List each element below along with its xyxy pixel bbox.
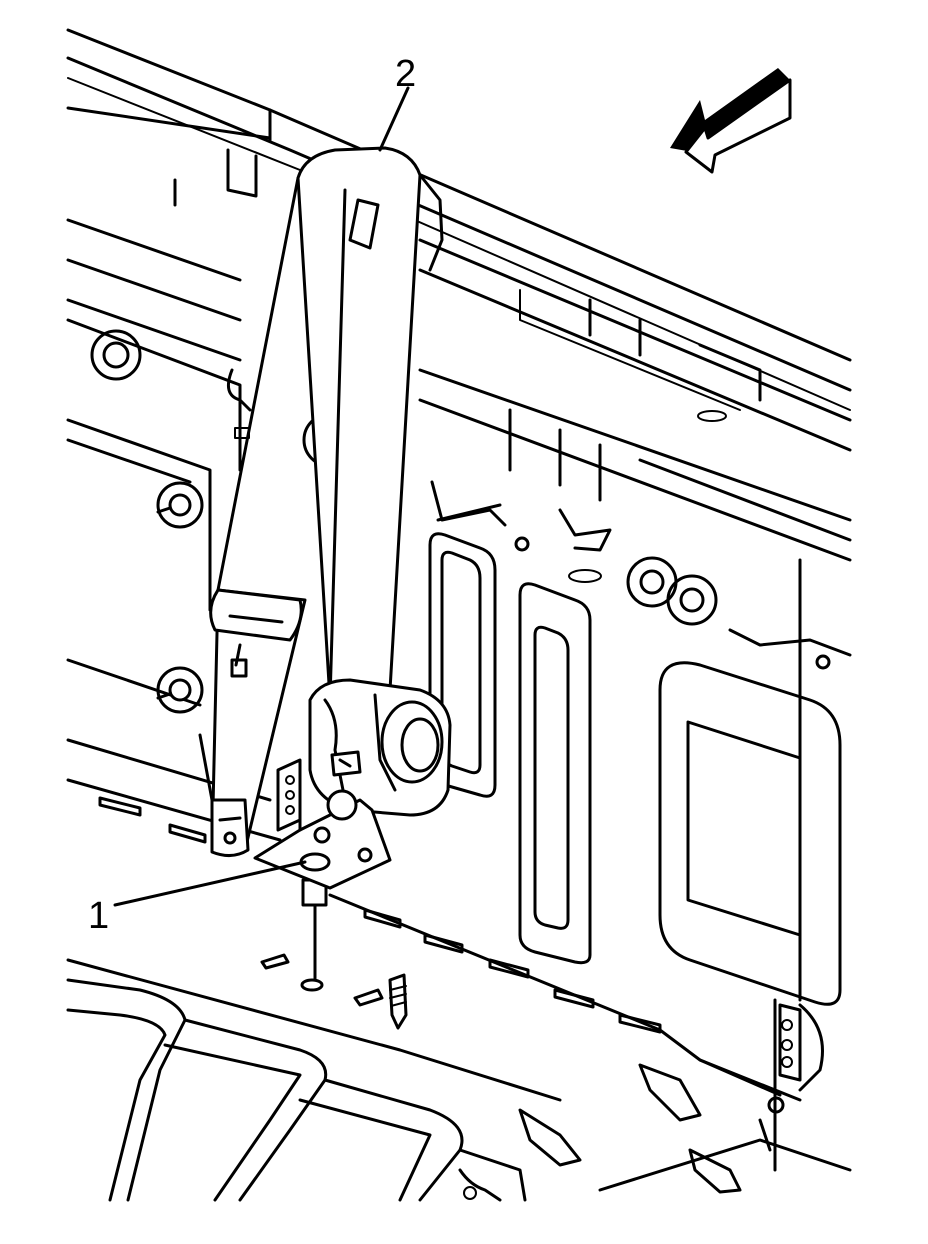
- anchor-bolt-and-screw: [301, 878, 408, 1030]
- callout-label-2: 2: [395, 53, 416, 95]
- callout-label-1: 1: [88, 895, 109, 937]
- callout-leaders: [113, 86, 410, 907]
- rear-wall-panel: [66, 28, 852, 1172]
- cargo-floor: [66, 778, 852, 1202]
- seat-belt-assembly: [198, 146, 452, 890]
- front-direction-arrow-icon: [670, 68, 792, 174]
